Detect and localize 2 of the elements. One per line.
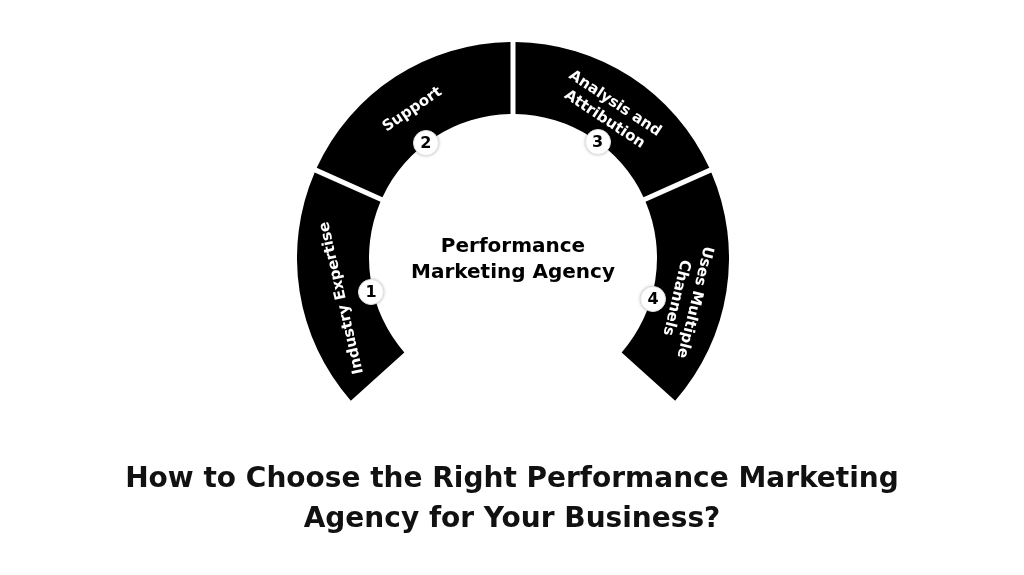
title: How to Choose the Right Performance Marketing Agency for Your Business? xyxy=(124,460,900,536)
center-heading: Performance Marketing Agency xyxy=(410,232,616,284)
